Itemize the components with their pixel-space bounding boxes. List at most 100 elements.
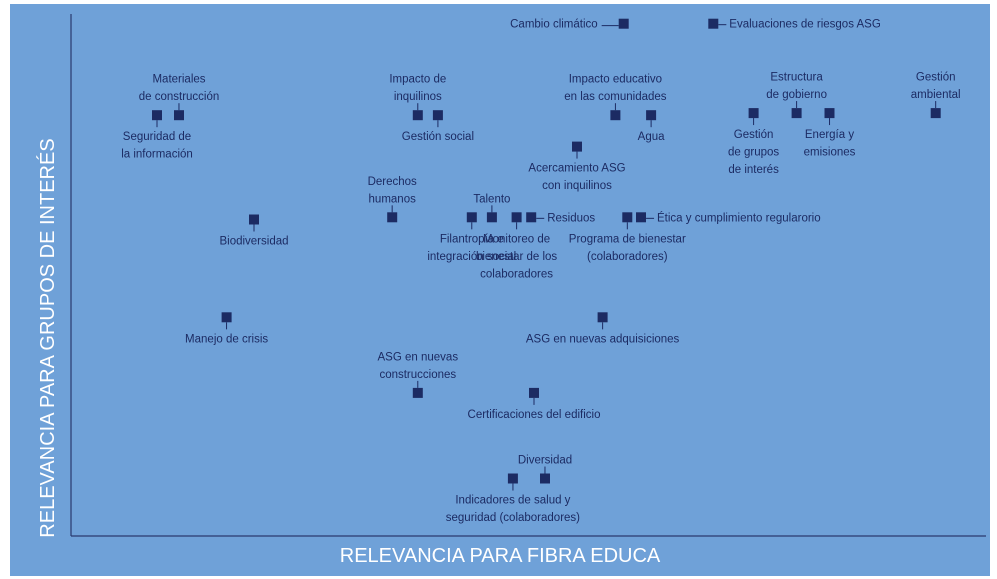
point-marker xyxy=(930,108,941,119)
point-label: ASG en nuevas adquisiciones xyxy=(526,333,680,345)
point-label: con inquilinos xyxy=(542,180,612,192)
point-marker xyxy=(529,387,539,398)
point-impacto-educativo: Impacto educativo en las comunidades xyxy=(564,74,667,121)
point-marker xyxy=(540,473,550,484)
point-monitoreo-bienestar: Monitoreo de bienestar de los colaboradore… xyxy=(476,212,557,280)
point-materiales-construccion: Materiales de construcción xyxy=(139,74,220,121)
point-label: Evaluaciones de riesgos ASG xyxy=(729,19,881,31)
point-marker xyxy=(221,312,232,323)
point-energia-emisiones: Energía y emisiones xyxy=(804,108,856,159)
point-asg-nuevas-construcciones: ASG en nuevas construcciones xyxy=(378,351,459,398)
point-marker xyxy=(646,110,657,121)
point-marker xyxy=(610,110,621,121)
point-manejo-crisis: Manejo de crisis xyxy=(185,312,268,345)
point-label: Gestión xyxy=(734,129,774,141)
point-marker xyxy=(708,18,719,29)
point-filantropia: Filantropía e integración social xyxy=(427,212,516,263)
point-label: Diversidad xyxy=(518,455,572,467)
point-marker xyxy=(412,110,423,121)
point-talento: Talento xyxy=(473,193,510,223)
point-label: Biodiversidad xyxy=(219,236,288,248)
point-marker xyxy=(597,312,608,323)
point-label: seguridad (colaboradores) xyxy=(446,512,580,524)
point-cambio-climatico: Cambio climático xyxy=(510,18,629,31)
point-label: (colaboradores) xyxy=(587,251,668,263)
point-label: Programa de bienestar xyxy=(569,233,686,245)
point-label: en las comunidades xyxy=(564,91,667,103)
point-marker xyxy=(412,387,423,398)
point-label: Manejo de crisis xyxy=(185,333,268,345)
point-marker xyxy=(511,212,522,223)
point-label: emisiones xyxy=(804,147,856,159)
point-gestion-social: Gestión social xyxy=(402,110,474,143)
point-label: Estructura xyxy=(770,72,823,84)
point-gestion-ambiental: Gestión ambiental xyxy=(911,72,961,119)
point-asg-nuevas-adquisiciones: ASG en nuevas adquisiciones xyxy=(526,312,680,345)
point-label: Impacto educativo xyxy=(569,74,662,86)
point-label: ambiental xyxy=(911,89,961,101)
point-label: Impacto de xyxy=(389,74,446,86)
point-marker xyxy=(387,212,398,223)
point-evaluaciones-riesgos-asg: Evaluaciones de riesgos ASG xyxy=(708,18,881,31)
point-acercamiento-asg: Acercamiento ASG con inquilinos xyxy=(528,141,626,192)
point-marker xyxy=(249,214,259,225)
point-label: Gestión social xyxy=(402,131,474,143)
point-label: Cambio climático xyxy=(510,19,598,31)
point-marker xyxy=(526,212,537,223)
point-marker xyxy=(466,212,477,223)
point-marker xyxy=(622,212,633,223)
point-label: Filantropía e xyxy=(440,233,504,245)
point-marker xyxy=(636,212,646,223)
point-label: Ética y cumplimiento regularorio xyxy=(657,211,821,224)
point-label: Materiales xyxy=(152,74,205,86)
point-label: Monitoreo de xyxy=(483,233,550,245)
point-programa-bienestar: Programa de bienestar (colaboradores) xyxy=(569,212,686,263)
point-marker xyxy=(748,108,759,119)
point-label: ASG en nuevas xyxy=(378,351,459,363)
point-marker xyxy=(572,141,582,152)
point-label: de construcción xyxy=(139,91,220,103)
points-layer: Cambio climático Evaluaciones de riesgos … xyxy=(121,18,961,524)
point-label: Indicadores de salud y xyxy=(455,495,570,507)
point-label: Certificaciones del edificio xyxy=(468,409,601,421)
point-gestion-grupos-interes: Gestión de grupos de interés xyxy=(728,108,779,176)
point-label: construcciones xyxy=(379,369,456,381)
x-axis-label: RELEVANCIA PARA FIBRA EDUCA xyxy=(340,545,661,567)
point-label: Acercamiento ASG xyxy=(528,163,625,175)
point-marker xyxy=(507,473,518,484)
point-certificaciones-edificio: Certificaciones del edificio xyxy=(468,387,601,421)
point-label: bienestar de los xyxy=(476,251,557,263)
point-label: Derechos xyxy=(368,176,417,188)
point-marker xyxy=(174,110,184,121)
point-etica-cumplimiento: Ética y cumplimiento regularorio xyxy=(636,211,821,224)
point-marker xyxy=(152,110,162,121)
point-label: integración social xyxy=(427,251,516,263)
point-label: de interés xyxy=(728,164,779,176)
point-marker xyxy=(791,108,802,119)
point-marker xyxy=(618,18,629,29)
point-diversidad: Diversidad xyxy=(518,455,572,484)
point-marker xyxy=(432,110,443,121)
point-label: Gestión xyxy=(916,72,956,84)
point-label: de grupos xyxy=(728,147,779,159)
point-label: Seguridad de xyxy=(123,131,191,143)
point-label: Talento xyxy=(473,193,510,205)
point-marker xyxy=(824,108,835,119)
point-biodiversidad: Biodiversidad xyxy=(219,214,289,248)
point-label: Residuos xyxy=(547,212,595,224)
point-marker xyxy=(486,212,497,223)
point-residuos: Residuos xyxy=(526,212,595,224)
point-indicadores-salud: Indicadores de salud y seguridad (colabor… xyxy=(446,473,580,524)
y-axis-label: RELEVANCIA PARA GRUPOS DE INTERÉS xyxy=(36,138,59,537)
point-label: la información xyxy=(121,149,193,161)
point-label: Agua xyxy=(638,131,665,143)
chart-background xyxy=(10,4,990,576)
point-label: Energía y xyxy=(805,129,854,141)
point-seguridad-informacion: Seguridad de la información xyxy=(121,110,193,161)
point-label: colaboradores xyxy=(480,268,553,280)
point-agua: Agua xyxy=(638,110,665,143)
